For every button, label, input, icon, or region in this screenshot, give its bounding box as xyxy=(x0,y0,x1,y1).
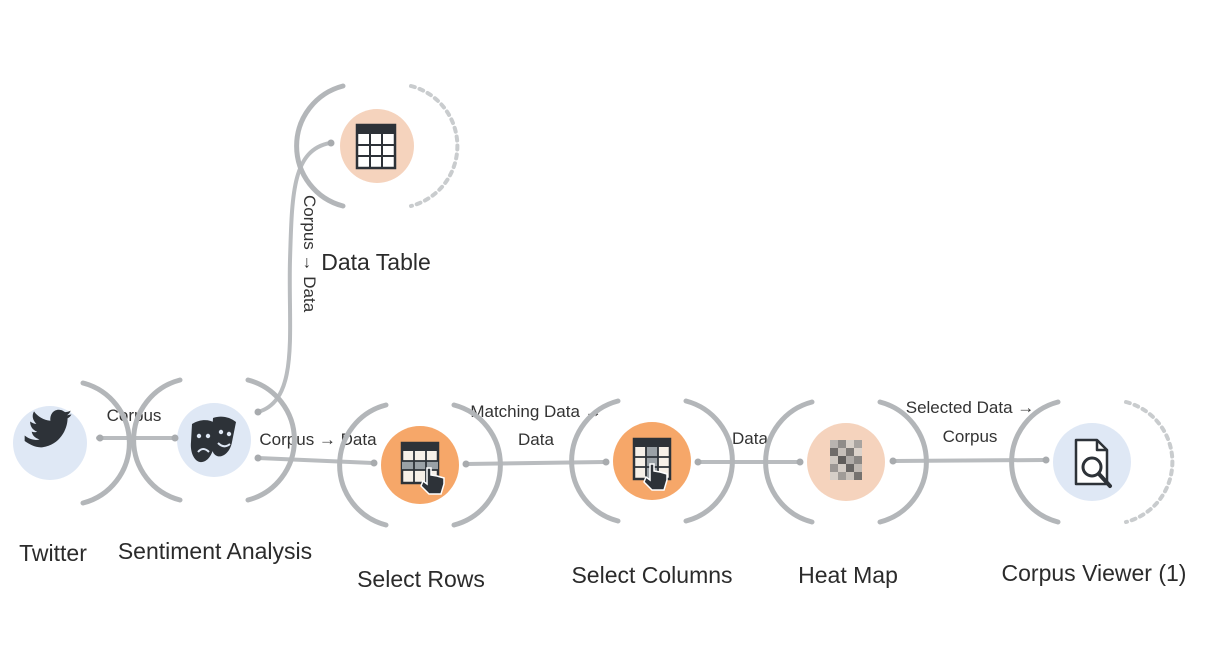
node-data-table-output-anchor xyxy=(409,84,460,208)
link-heatmap-corpusviewer[interactable] xyxy=(891,458,1047,463)
link-selectrows-selectcolumns[interactable] xyxy=(464,460,607,466)
node-sentiment-input-anchor[interactable] xyxy=(131,377,183,503)
link-sentiment-datatable[interactable] xyxy=(256,141,332,414)
twitter-bird-icon xyxy=(24,409,72,448)
node-heat-map-output-anchor[interactable] xyxy=(877,399,929,525)
node-twitter-output-anchor[interactable] xyxy=(80,380,132,506)
node-twitter[interactable] xyxy=(13,380,132,506)
document-search-icon xyxy=(1074,438,1112,488)
node-data-table-input-anchor[interactable] xyxy=(294,83,346,209)
link-label-corpus-data: Corpus → Data xyxy=(259,430,377,449)
heat-map-icon xyxy=(830,440,862,480)
link-label-matching-data: Matching Data → xyxy=(470,402,601,421)
node-select-rows[interactable] xyxy=(337,402,503,528)
node-select-columns-input-dot xyxy=(602,458,610,466)
node-corpus-viewer-output-anchor xyxy=(1124,400,1175,524)
node-select-rows-output-dot xyxy=(462,460,470,468)
select-rows-icon xyxy=(400,441,445,495)
node-twitter-label: Twitter xyxy=(19,540,87,566)
node-heat-map-output-dot xyxy=(889,457,897,465)
node-sentiment-input-dot xyxy=(171,434,179,442)
node-select-rows-input-anchor[interactable] xyxy=(337,402,389,528)
node-select-columns-input-anchor[interactable] xyxy=(569,398,621,524)
node-select-columns-output-dot xyxy=(694,458,702,466)
node-sentiment-output-dot-bottom xyxy=(254,454,262,462)
theater-masks-icon xyxy=(190,416,236,463)
node-select-rows-output-anchor[interactable] xyxy=(451,402,503,528)
link-label-corpus-data-vertical: Corpus → Data xyxy=(300,195,319,313)
node-sentiment-output-anchor[interactable] xyxy=(245,377,297,503)
node-select-rows-input-dot xyxy=(370,459,378,467)
node-select-columns-label: Select Columns xyxy=(571,562,732,588)
node-heat-map[interactable] xyxy=(763,399,929,525)
link-label-data: Data xyxy=(732,429,768,448)
select-columns-icon xyxy=(632,437,672,491)
node-corpus-viewer[interactable] xyxy=(1009,399,1175,525)
node-data-table[interactable] xyxy=(294,83,460,209)
node-data-table-label: Data Table xyxy=(321,249,431,275)
node-sentiment-analysis[interactable] xyxy=(131,377,297,503)
link-label-matching-data-target: Data xyxy=(518,430,554,449)
node-heat-map-input-anchor[interactable] xyxy=(763,399,815,525)
node-select-rows-label: Select Rows xyxy=(357,566,485,592)
table-icon xyxy=(355,123,397,170)
node-sentiment-label: Sentiment Analysis xyxy=(118,538,312,564)
node-heat-map-input-dot xyxy=(796,458,804,466)
link-label-selected-data-target: Corpus xyxy=(943,427,998,446)
node-select-columns-output-anchor[interactable] xyxy=(683,398,735,524)
node-data-table-input-dot xyxy=(327,139,335,147)
node-heat-map-label: Heat Map xyxy=(798,562,898,588)
node-twitter-output-dot xyxy=(96,434,104,442)
link-label-selected-data: Selected Data → xyxy=(906,398,1035,417)
node-corpus-viewer-label: Corpus Viewer (1) xyxy=(1002,560,1187,586)
node-select-columns[interactable] xyxy=(569,398,735,524)
node-corpus-viewer-input-anchor[interactable] xyxy=(1009,399,1061,525)
link-sentiment-selectrows[interactable] xyxy=(256,456,375,465)
node-corpus-viewer-input-dot xyxy=(1042,456,1050,464)
node-sentiment-output-dot-top xyxy=(254,408,262,416)
